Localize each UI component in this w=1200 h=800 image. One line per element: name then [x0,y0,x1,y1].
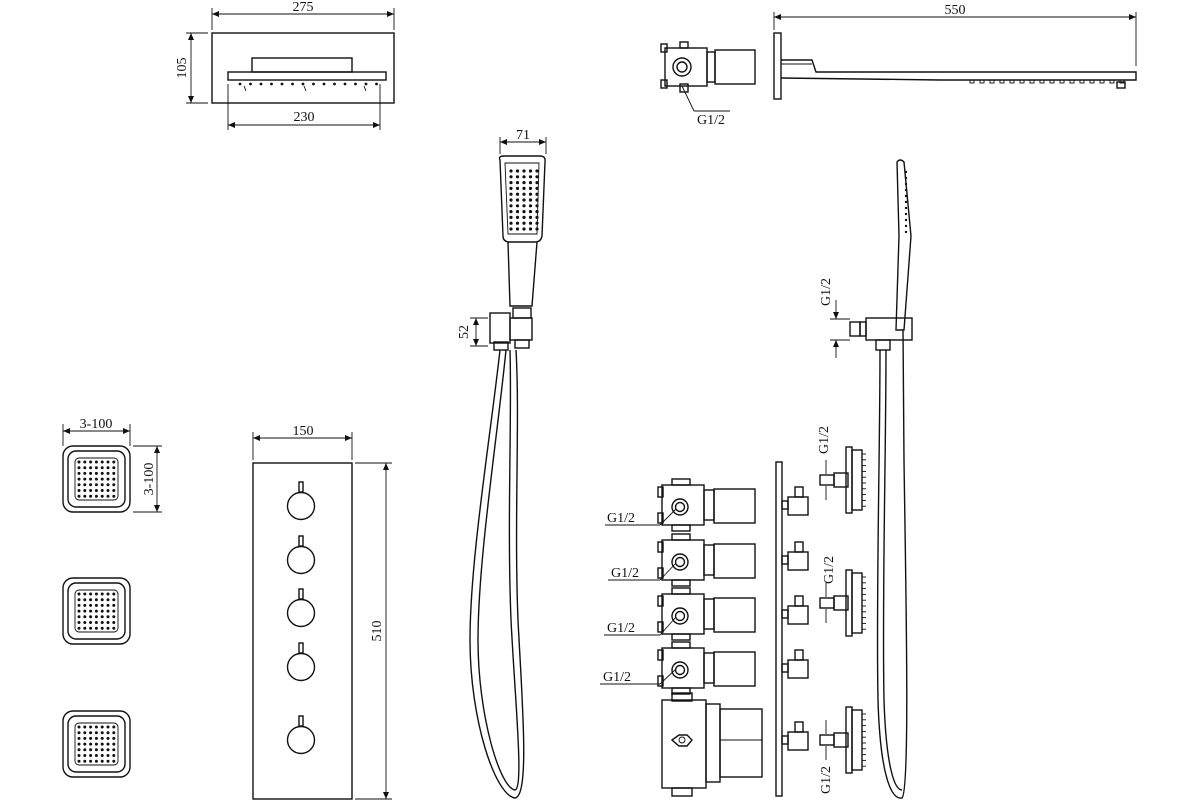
diverter-valve-1 [657,478,756,532]
body-jet-side-2 [819,569,866,637]
g12-side-holder: G1/2 [819,278,834,306]
rain-head-front-view: 275 105 230 [175,0,395,130]
body-jet-side-1 [819,446,866,514]
control-panel-front: 150 510 [252,424,392,800]
shower-arm-side-view: G1/2 550 [660,3,1137,128]
diverter-valve-4 [657,641,756,695]
dim-230: 230 [294,110,315,125]
g12-jet-bottom: G1/2 [819,766,834,794]
diverter-valve-2 [657,533,756,587]
handle-side-3 [781,595,809,625]
dim-275: 275 [293,0,314,15]
body-jet-1 [62,445,131,513]
dim-510: 510 [370,621,385,642]
dim-jet-width: 3-100 [80,417,113,432]
body-jet-3 [62,710,131,778]
g12-jet-top: G1/2 [817,426,832,454]
panel-knob-3 [286,588,316,628]
dim-150: 150 [293,424,314,439]
body-jets-front: 3-100 3-100 [62,417,162,778]
g12-valve-4: G1/2 [603,670,631,685]
handle-side-5 [781,721,809,751]
dim-71: 71 [516,128,530,143]
hand-shower-front-view: 71 52 [457,128,547,799]
handle-side-4 [781,649,809,679]
valve-stack-side-view [657,461,809,797]
dim-jet-height: 3-100 [142,463,157,496]
body-jets-side-view: G1/2 G1/2 G1/2 [817,426,866,794]
panel-knob-2 [286,535,316,575]
dim-105: 105 [175,58,190,79]
dim-52: 52 [457,325,472,339]
dim-550: 550 [945,3,966,18]
diverter-valve-3 [657,587,756,641]
g12-valve-2: G1/2 [611,566,639,581]
handle-side-1 [781,486,809,516]
panel-knob-4 [286,642,316,682]
g12-top-valve: G1/2 [697,113,725,128]
g12-jet-mid: G1/2 [822,556,837,584]
valve-thread-labels: G1/2 G1/2 G1/2 G1/2 [600,508,677,685]
panel-knob-1 [286,481,316,521]
g12-valve-1: G1/2 [607,511,635,526]
g12-valve-3: G1/2 [607,621,635,636]
panel-knob-5 [286,715,316,755]
body-jet-2 [62,577,131,645]
hand-shower-side-view: G1/2 [819,159,913,799]
body-jet-side-3 [819,706,866,774]
handle-side-2 [781,541,809,571]
